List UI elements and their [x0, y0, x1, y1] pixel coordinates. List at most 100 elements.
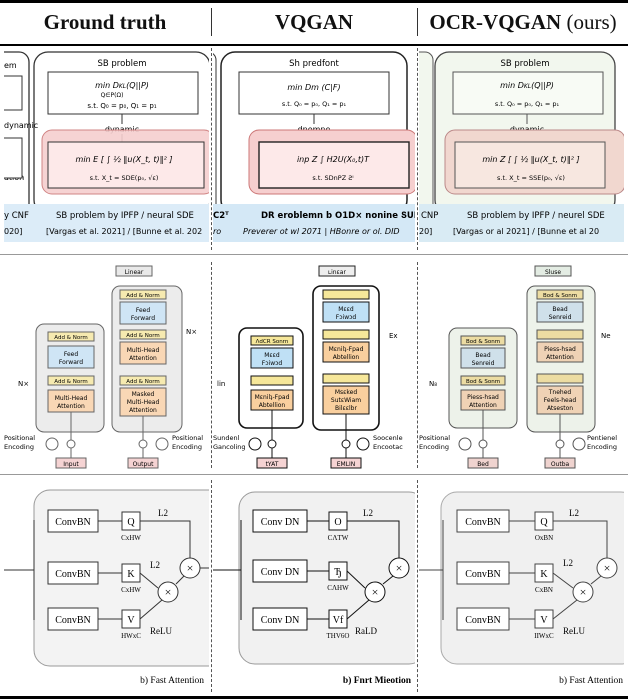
dec-ff-1: Bead: [552, 306, 567, 313]
multiply-icon-1: ×: [187, 561, 194, 575]
dec-ff-2: Forward: [131, 315, 155, 322]
q-box: Q: [540, 517, 548, 528]
header-ocr-vqgan: OCR-VQGAN (ours): [418, 0, 628, 44]
conv-k: ConvBN: [55, 569, 91, 580]
nx-right: Ex: [389, 332, 398, 340]
enc-add-norm-1: ɅdCR Sonrn: [256, 339, 289, 345]
formula-bottom-2: s.t. SDnPZ Ƨᴵ: [312, 174, 353, 182]
dec-add-norm-1: Bod & Sonm: [543, 293, 577, 299]
transformer-diagram-gt: Linear Add & Norm Feed Forward Add & Nor…: [4, 265, 203, 469]
fast-attention-diagram-gt: ConvBN ConvBN ConvBN Q K V CxHW CxHW HWx…: [4, 489, 209, 686]
enc-mha-2: Attention: [57, 403, 85, 410]
caption-right: SB problem by IPFP / neurel SDE: [467, 211, 605, 221]
dec-masked-2: Multi-Head: [127, 399, 160, 406]
fast-attention-diagram-ocr: ConvBN ConvBN ConvBN Q K V OxBN CxBN IIW…: [419, 491, 624, 686]
top-rule: [0, 0, 628, 3]
row3-vqgan-panel: Conv DN Conv DN Conv DN O Ђ Vf CɅTW CɅHW…: [213, 480, 415, 692]
dec-ff-1: Mɛɛd: [338, 306, 354, 313]
enc-ff-1: Mɛɛd: [264, 352, 280, 359]
nx-left: N×: [18, 380, 29, 388]
enc-mha-2: Attention: [469, 402, 497, 409]
dec-mha-2: Attention: [129, 355, 157, 362]
row2-ocr-panel: Sluse Bod & Sonm Bead Senreid Bod & Sonm…: [419, 262, 624, 470]
caption-left: CNP: [421, 211, 438, 221]
l2-mid: L2: [150, 560, 160, 570]
dec-masked-2: SutɛWiam: [331, 397, 361, 404]
dec-masked-1: Msɛked: [335, 389, 357, 396]
input-label: Bed: [477, 461, 489, 468]
row1-vqgan-panel: Sh predfont min Dm (C|F) s.t. Q₀ = p₀, Q…: [213, 48, 415, 250]
k-box: Ђ: [334, 567, 342, 578]
multiply-icon-2: ×: [580, 585, 587, 599]
row2-rule: [0, 474, 628, 475]
output-label: EMLIN: [337, 461, 356, 468]
enc-add-norm-2: Bod & Sonm: [466, 379, 500, 385]
dec-masked-1: Masked: [132, 391, 155, 398]
dim-q: CxHW: [121, 534, 141, 542]
enc-ff-2: Fɔiwɔd: [262, 360, 283, 367]
header-ground-truth: Ground truth: [43, 9, 167, 34]
formula-top: min DKL(Q||P): [500, 81, 554, 90]
relu-label: ReLU: [563, 626, 585, 636]
conv-q: ConvBN: [465, 517, 501, 528]
caption-left: C2ᵀ: [213, 211, 229, 221]
dim-v: IIWxC: [534, 632, 554, 640]
pos-enc-right-1: Pentienel: [587, 434, 617, 442]
caption: b) Fast Attention: [559, 675, 623, 686]
caption-ref-right: Preverer ot wl 2071 | HBonre or ol. DID: [243, 227, 400, 236]
enc-ff-1: Bead: [475, 352, 490, 359]
dim-k: CxHW: [121, 586, 141, 594]
caption: b) Fast Attention: [140, 675, 204, 686]
l2-top: L2: [569, 508, 579, 518]
multiply-icon-1: ×: [604, 561, 611, 575]
dec-add-norm-2: Add & Norm: [126, 333, 159, 339]
transformer-diagram-ocr: Sluse Bod & Sonm Bead Senreid Bod & Sonm…: [419, 265, 617, 469]
q-box: Q: [127, 517, 135, 528]
linear-label: ʟinɛar: [328, 269, 346, 276]
row1-separator-2: [417, 48, 419, 250]
row1-rule: [0, 254, 628, 255]
relu-label: RaLD: [355, 626, 377, 636]
dec-masked-2: Feels-head: [544, 397, 577, 404]
dec-masked-1: Tnehed: [548, 389, 572, 396]
row1-ocr-panel: SB problem min DKL(Q||P) s.t. Q₀ = p₀, Q…: [419, 48, 624, 250]
pos-enc-right-1: Soocenle: [373, 434, 403, 442]
sb-title: SB problem: [97, 59, 146, 69]
formula-top-line2: s.t. Q₀ = p₀, Q₁ = p₁: [282, 100, 347, 108]
pos-enc-right-2: Encootac: [373, 443, 403, 451]
enc-ff-1: Feed: [64, 351, 79, 358]
pos-enc-left-2: Gancoling: [213, 443, 246, 451]
l2-top: L2: [363, 508, 373, 518]
dec-masked-3: Attention: [129, 407, 157, 414]
dec-mha-1: Mɛnilʇ-Fpad: [329, 346, 364, 353]
dec-mha-2: Attention: [546, 354, 574, 361]
column-separator-1: [211, 8, 213, 36]
nx-left: N₈: [429, 380, 437, 388]
k-box: K: [540, 569, 548, 580]
formula-bottom-2: s.t. X_t = SDE(p₀, √ε): [90, 174, 159, 182]
enc-mha-1: Piess-hsad: [467, 394, 499, 401]
sb-diagram-vqgan: Sh predfont min Dm (C|F) s.t. Q₀ = p₀, Q…: [213, 51, 415, 242]
bottom-rule: [0, 696, 628, 699]
column-separator-2: [417, 8, 419, 36]
output-label: Output: [133, 461, 154, 468]
enc-add-norm-1: Add & Norm: [54, 335, 87, 341]
linear-label: Linear: [125, 269, 144, 276]
formula-top-under: Q∈P(Ω): [101, 92, 124, 99]
conv-k: ConvBN: [465, 569, 501, 580]
fast-attention-diagram-vqgan: Conv DN Conv DN Conv DN O Ђ Vf CɅTW CɅHW…: [213, 491, 415, 686]
row3-ocr-panel: ConvBN ConvBN ConvBN Q K V OxBN CxBN IIW…: [419, 480, 624, 692]
dim-q: CɅTW: [328, 534, 349, 542]
pos-enc-left-2: Encoding: [4, 443, 34, 451]
sb-title: SB problem: [500, 59, 549, 69]
row1-separator-1: [211, 48, 213, 250]
conv-q: Conv DN: [261, 517, 300, 528]
dim-v: HWxC: [121, 632, 141, 640]
dim-k: CxBN: [535, 586, 553, 594]
caption-ref-left: 20]: [419, 227, 432, 236]
caption-ref-right: [Vargas et al. 2021] / [Bunne et al. 202: [46, 227, 202, 236]
transformer-diagram-vqgan: ʟinɛar ɅdCR Sonrn Mɛɛd Fɔiwɔd Mɛnilʇ-Fpa…: [213, 265, 403, 469]
input-label: Input: [63, 461, 79, 468]
dec-mha-1: Multi-Head: [127, 347, 160, 354]
caption-right: SB problem by IPFP / neural SDE: [56, 211, 194, 221]
